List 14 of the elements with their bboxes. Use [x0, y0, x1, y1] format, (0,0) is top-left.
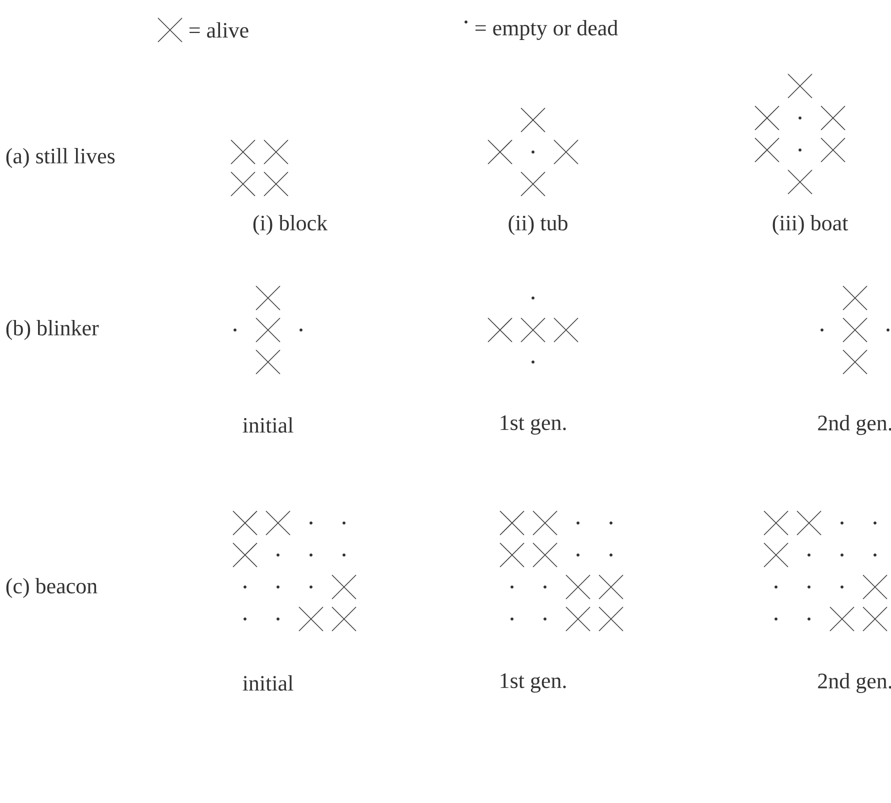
- pattern-label: 2nd gen.: [818, 415, 891, 435]
- pattern-label: 2nd gen.: [818, 673, 891, 693]
- pattern-label: initial: [242, 417, 294, 433]
- pattern-label: (iii) boat: [772, 215, 848, 235]
- pattern-label: initial: [242, 675, 294, 691]
- pattern-label: (i) block: [253, 215, 328, 235]
- legend-text: = empty or dead: [476, 20, 618, 40]
- pattern-label: (b) blinker: [6, 320, 99, 340]
- pattern-label: (c) beacon: [6, 578, 98, 598]
- pattern-label: (ii) tub: [508, 215, 568, 235]
- pattern-label: 1st gen.: [500, 673, 566, 693]
- pattern-label: 1st gen.: [500, 415, 566, 435]
- legend-text: = alive: [190, 22, 248, 38]
- pattern-label: (a) still lives: [6, 148, 115, 168]
